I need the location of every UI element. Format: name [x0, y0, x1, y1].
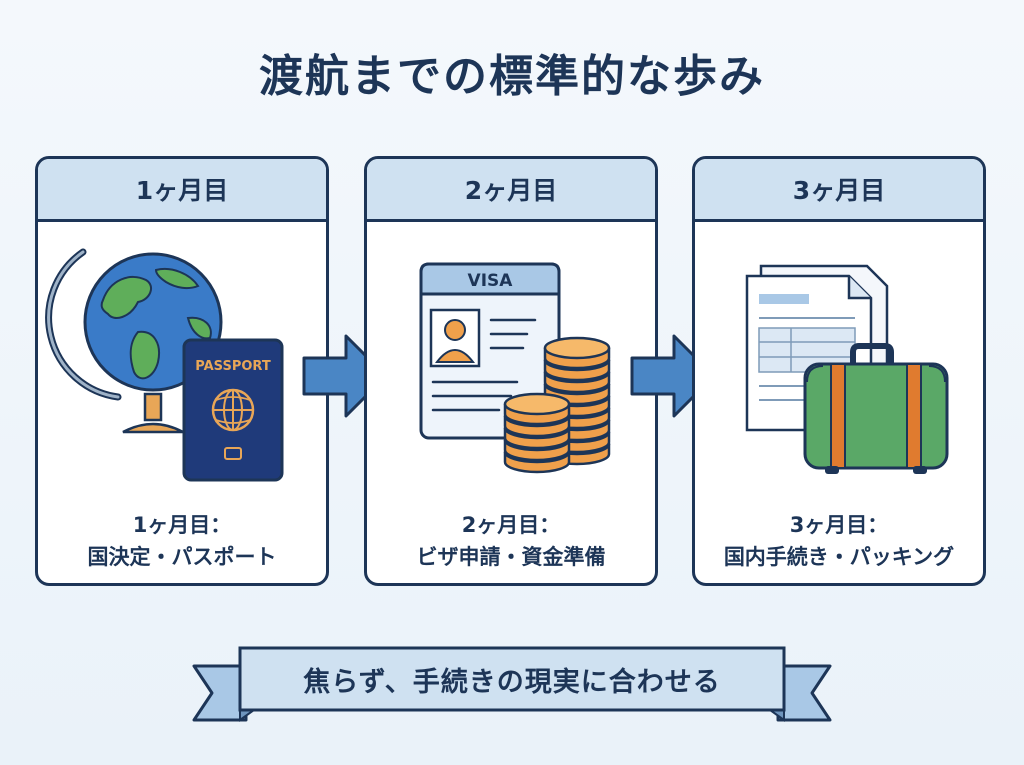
step-caption-3: 3ヶ月目： 国内手続き・パッキング [695, 509, 983, 573]
visa-label: VISA [468, 271, 514, 291]
step-1-illustration: PASSPORT [45, 248, 284, 482]
passport-icon: PASSPORT [182, 338, 284, 482]
step-card-3: 3ヶ月目 3ヶ月目： 国内手続き・パッキング [692, 156, 986, 586]
step-header-3: 3ヶ月目 [695, 159, 983, 222]
step-card-2: 2ヶ月目 VISA 2ヶ月目： ビザ申請・資金準備 [364, 156, 658, 586]
step-caption-2: 2ヶ月目： ビザ申請・資金準備 [367, 509, 655, 573]
passport-label: PASSPORT [195, 359, 271, 374]
step-caption-2-line2: ビザ申請・資金準備 [416, 545, 606, 569]
step-caption-3-line1: 3ヶ月目： [789, 513, 889, 537]
step-caption-1-line2: 国決定・パスポート [87, 545, 277, 569]
coin-top [503, 392, 571, 416]
ribbon-banner [192, 646, 832, 722]
suitcase-icon [803, 343, 949, 474]
coin-stack-icon [503, 336, 611, 474]
step-header-1: 1ヶ月目 [38, 159, 326, 222]
coin-top [543, 336, 611, 360]
step-3-illustration [745, 264, 949, 474]
step-caption-3-line2: 国内手続き・パッキング [723, 545, 955, 569]
step-caption-1-line1: 1ヶ月目： [132, 513, 232, 537]
banner-text: 焦らず、手続きの現実に合わせる [303, 666, 721, 698]
step-header-2: 2ヶ月目 [367, 159, 655, 222]
step-caption-1: 1ヶ月目： 国決定・パスポート [38, 509, 326, 573]
step-card-1: 1ヶ月目 PASSPORT 1ヶ月目： 国決定・パスポート [35, 156, 329, 586]
step-2-illustration: VISA [419, 262, 611, 474]
page-title: 渡航までの標準的な歩み [259, 51, 765, 102]
step-caption-2-line1: 2ヶ月目： [461, 513, 561, 537]
